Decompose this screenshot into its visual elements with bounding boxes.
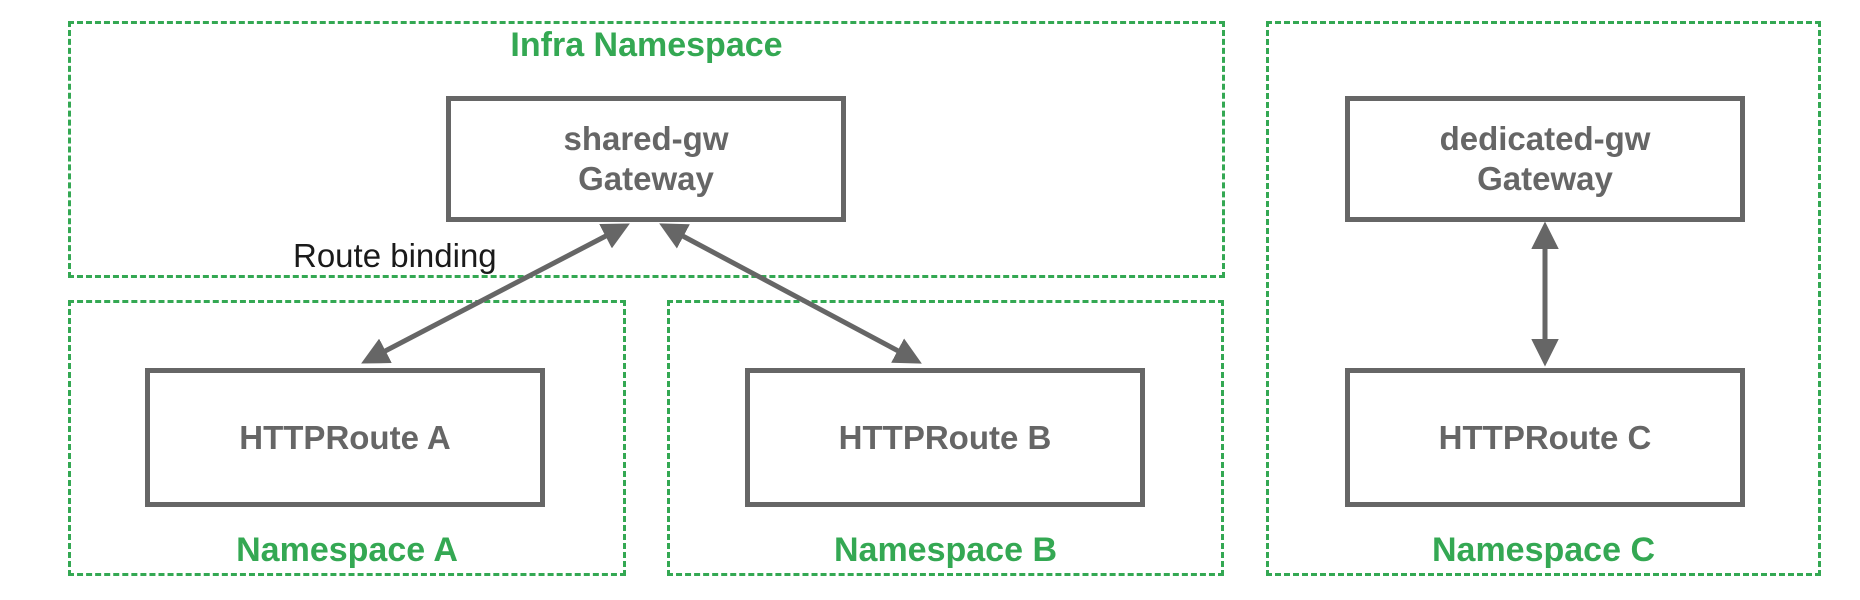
dedicated-gw-kind: Gateway: [1477, 160, 1613, 197]
httproute-c-label: HTTPRoute C: [1438, 418, 1652, 456]
namespace-c-box: [1266, 21, 1821, 576]
httproute-b-label: HTTPRoute B: [838, 418, 1052, 456]
namespace-c-label: Namespace C: [1431, 531, 1655, 569]
shared-gw-name: shared-gw: [563, 120, 729, 157]
infra-namespace-box: [68, 21, 1225, 278]
arrow-sharedgw-httproute-a: [361, 223, 630, 364]
route-binding-annotation: Route binding: [293, 237, 497, 274]
infra-namespace-label: Infra Namespace: [510, 26, 783, 64]
shared-gw-gateway-node: shared-gw Gateway: [446, 96, 846, 222]
arrow-sharedgw-httproute-b: [659, 223, 922, 364]
namespace-b-box: [667, 300, 1224, 576]
dedicated-gw-name: dedicated-gw: [1439, 120, 1651, 157]
httproute-b-node: HTTPRoute B: [745, 368, 1145, 507]
namespace-b-label: Namespace B: [833, 531, 1057, 569]
httproute-a-node: HTTPRoute A: [145, 368, 545, 507]
dedicated-gw-gateway-node: dedicated-gw Gateway: [1345, 96, 1745, 222]
namespace-a-label: Namespace A: [236, 531, 458, 569]
httproute-a-label: HTTPRoute A: [239, 418, 451, 456]
shared-gw-kind: Gateway: [578, 160, 714, 197]
namespace-a-box: [68, 300, 626, 576]
httproute-c-node: HTTPRoute C: [1345, 368, 1745, 507]
